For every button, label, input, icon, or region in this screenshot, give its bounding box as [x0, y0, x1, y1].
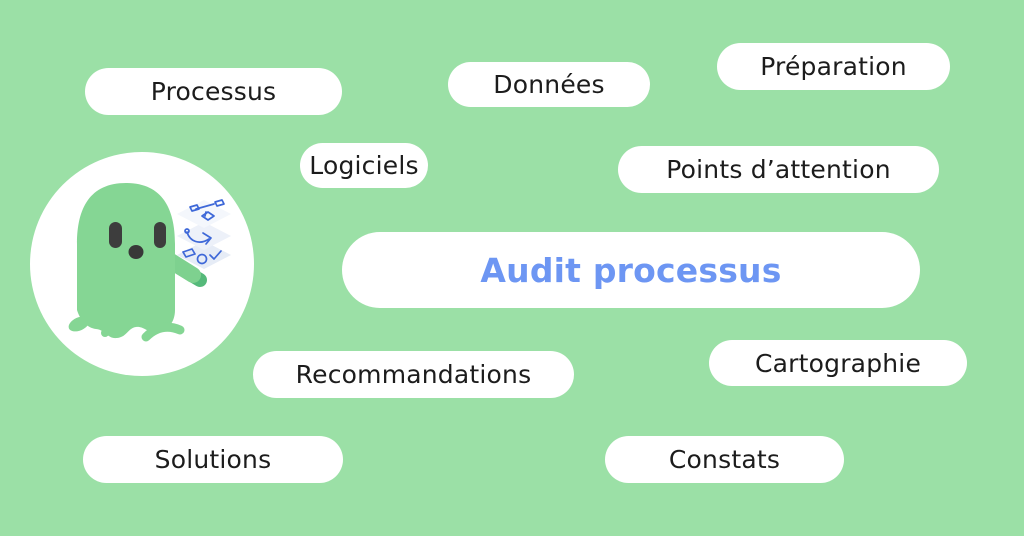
- tag-donnees-label: Données: [493, 70, 605, 99]
- ghost-left-eye: [109, 222, 122, 248]
- tag-constats: Constats: [605, 436, 844, 483]
- tag-recommandations-label: Recommandations: [295, 360, 532, 389]
- ghost-body: [77, 183, 175, 339]
- flow-shapes-doodle: [182, 248, 222, 265]
- ghost-mascot: [68, 183, 207, 342]
- tag-logiciels: Logiciels: [300, 143, 428, 188]
- tag-cartographie-label: Cartographie: [754, 348, 922, 378]
- tag-preparation: Préparation: [717, 43, 950, 90]
- tag-processus-label: Processus: [150, 77, 277, 106]
- tag-points-attention: Points d’attention: [618, 146, 939, 193]
- ghost-right-eye: [154, 222, 166, 248]
- ghost-drip-swoosh: [141, 322, 185, 342]
- tag-solutions: Solutions: [83, 436, 343, 483]
- tag-donnees: Données: [448, 62, 650, 107]
- center-topic: Audit processus: [342, 232, 920, 308]
- tag-recommandations: Recommandations: [253, 351, 574, 398]
- curved-arrow-doodle: [184, 228, 212, 245]
- ghost-drip-dot: [101, 329, 109, 337]
- tag-solutions-label: Solutions: [154, 445, 272, 474]
- process-layers-icon: [177, 199, 231, 269]
- center-topic-label: Audit processus: [480, 250, 782, 290]
- flowchart-doodle: [189, 199, 225, 221]
- tag-constats-label: Constats: [668, 445, 781, 474]
- tag-processus: Processus: [85, 68, 342, 115]
- ghost-nose: [128, 245, 144, 259]
- tag-cartographie: Cartographie: [709, 340, 967, 386]
- tag-preparation-label: Préparation: [760, 52, 907, 81]
- ghost-drip-bean: [68, 316, 90, 332]
- tag-points-attention-label: Points d’attention: [666, 155, 891, 184]
- mascot-badge: [30, 152, 254, 376]
- tag-logiciels-label: Logiciels: [309, 151, 419, 180]
